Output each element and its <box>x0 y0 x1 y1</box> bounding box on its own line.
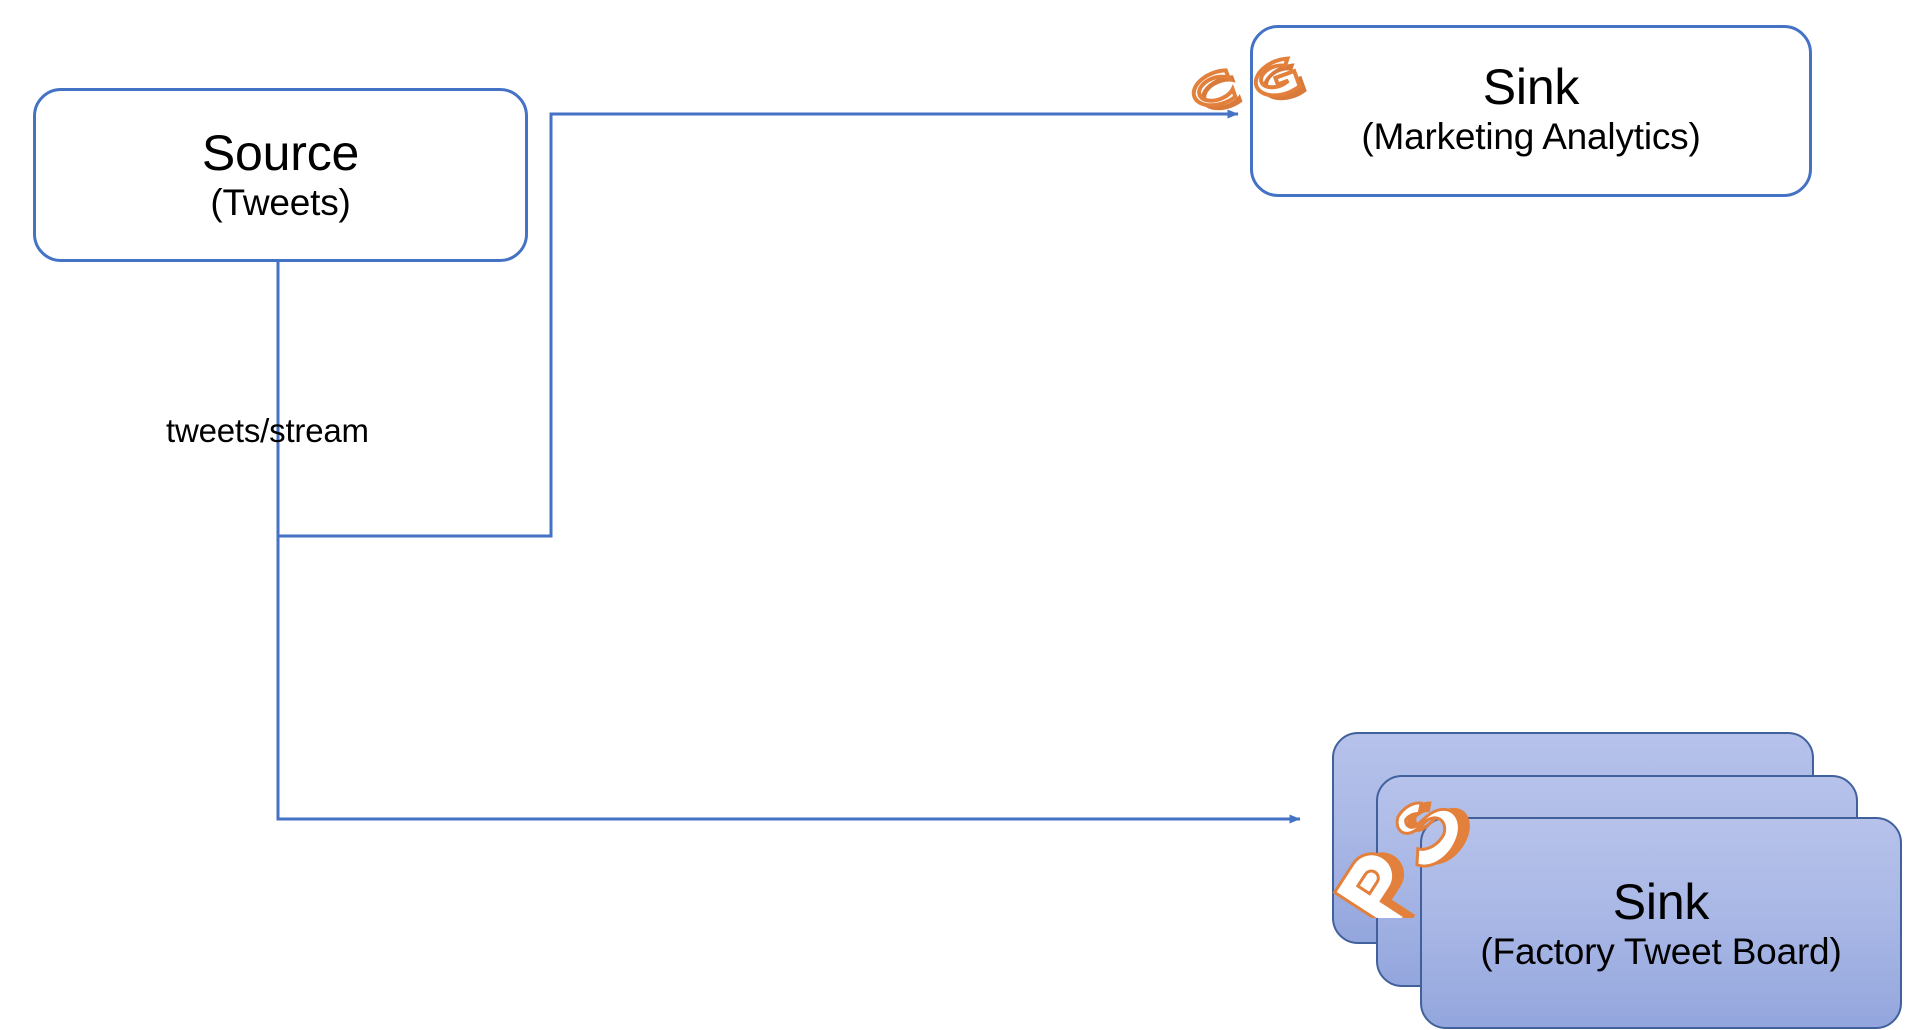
node-sink-marketing[interactable]: Sink (Marketing Analytics) <box>1250 25 1812 197</box>
edge-label-tweets-stream: tweets/stream <box>166 412 369 449</box>
node-sink-marketing-title: Sink <box>1482 58 1580 115</box>
node-sink-factory-subtitle: (Factory Tweet Board) <box>1480 930 1842 972</box>
node-source[interactable]: Source (Tweets) <box>33 88 528 262</box>
node-sink-factory-title: Sink <box>1612 873 1710 930</box>
node-source-subtitle: (Tweets) <box>210 181 351 223</box>
node-source-title: Source <box>201 124 360 181</box>
stack-card-front[interactable]: Sink (Factory Tweet Board) <box>1420 817 1902 1029</box>
edge-source-to-factory <box>276 536 1301 824</box>
node-sink-factory-stack[interactable]: Sink (Factory Tweet Board) <box>1332 732 1902 1029</box>
node-sink-marketing-subtitle: (Marketing Analytics) <box>1361 115 1701 157</box>
